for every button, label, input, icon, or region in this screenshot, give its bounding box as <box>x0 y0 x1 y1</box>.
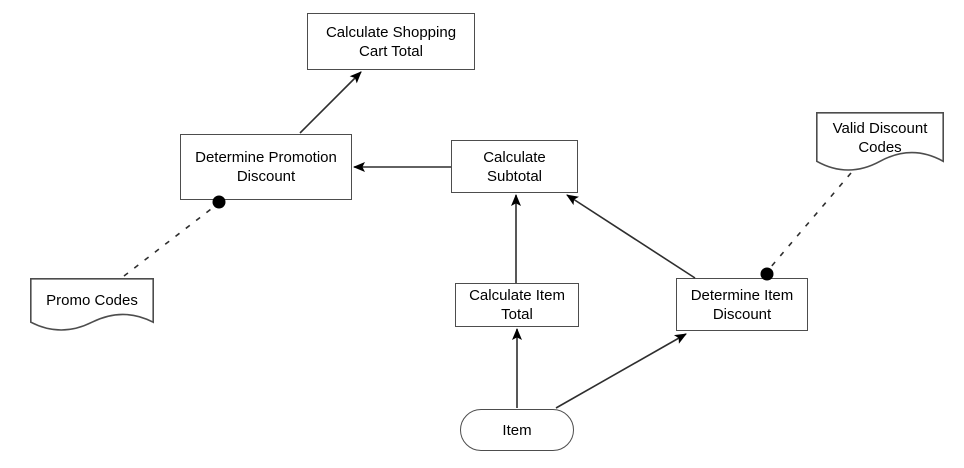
node-item[interactable]: Item <box>460 409 574 451</box>
node-calculate-shopping-cart-total[interactable]: Calculate Shopping Cart Total <box>307 13 475 70</box>
node-label: Determine Promotion Discount <box>195 149 337 185</box>
node-calculate-item-total[interactable]: Calculate Item Total <box>455 283 579 327</box>
node-label: Item <box>502 421 532 439</box>
edge-promotion-discount-to-cart-total[interactable] <box>299 71 362 134</box>
edge-item-discount-to-subtotal[interactable] <box>566 194 696 279</box>
document-shape <box>30 278 154 331</box>
edge-item-to-item-discount[interactable] <box>555 333 687 409</box>
edge-valid-codes-to-item-discount[interactable] <box>760 172 852 281</box>
node-label: Promo Codes <box>46 292 138 309</box>
edge-promo-codes-to-promotion-discount[interactable] <box>123 195 226 277</box>
node-label: Calculate Shopping Cart Total <box>325 23 457 60</box>
node-label: Valid Discount Codes <box>832 119 928 156</box>
node-label: Calculate Item Total <box>469 287 565 323</box>
node-label: Determine Item Discount <box>690 286 794 323</box>
node-calculate-subtotal[interactable]: Calculate Subtotal <box>451 140 578 193</box>
node-promo-codes[interactable]: Promo Codes <box>30 278 154 331</box>
document-shape <box>816 112 944 171</box>
node-determine-item-discount[interactable]: Determine Item Discount <box>676 278 808 331</box>
node-determine-promotion-discount[interactable]: Determine Promotion Discount <box>180 134 352 200</box>
node-label: Calculate Subtotal <box>483 148 546 185</box>
node-valid-discount-codes[interactable]: Valid Discount Codes <box>816 112 944 171</box>
